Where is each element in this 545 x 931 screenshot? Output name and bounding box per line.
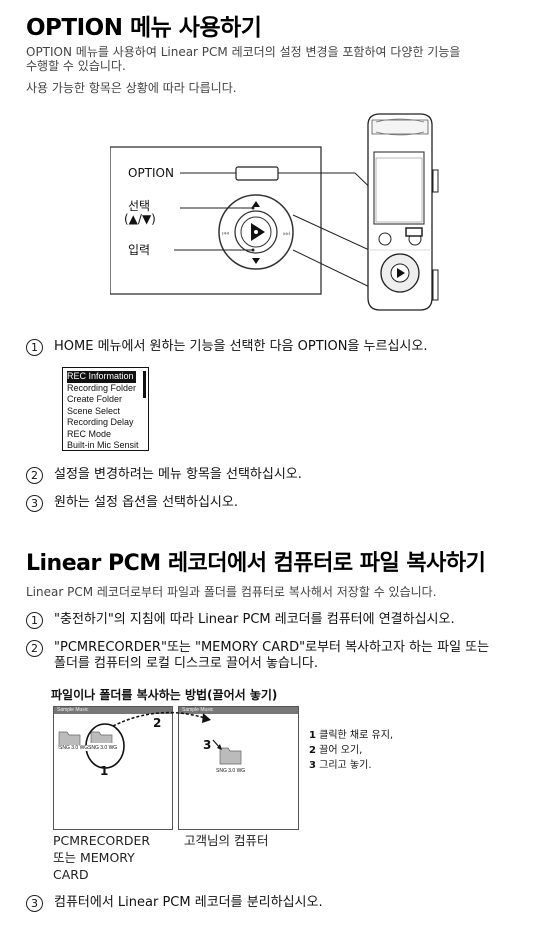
- section-title-copy-files: Linear PCM 레코더에서 컴퓨터로 파일 복사하기: [26, 551, 486, 576]
- menu-item-recording-delay[interactable]: Recording Delay: [67, 417, 134, 427]
- label-select: 선택: [128, 199, 151, 213]
- window-titlebar: Sample Music: [54, 707, 172, 714]
- step-text: 설정을 변경하려는 메뉴 항목을 선택하십시오.: [54, 467, 302, 482]
- caption-computer: 고객님의 컴퓨터: [184, 833, 269, 848]
- svg-text:⏭: ⏭: [283, 229, 290, 238]
- menu-item-recording-folder[interactable]: Recording Folder: [67, 382, 137, 393]
- label-option: OPTION: [128, 166, 174, 180]
- step-text: HOME 메뉴에서 원하는 기능을 선택한 다음 OPTION을 누르십시오.: [54, 339, 428, 354]
- menu-scrollbar: [143, 371, 146, 398]
- intro-line-2: 수행할 수 있습니다.: [26, 59, 126, 73]
- step-text-line-1: "PCMRECORDER"또는 "MEMORY CARD"로부터 복사하고자 하…: [54, 640, 490, 655]
- step-text-line-2: 폴더를 컴퓨터의 로컬 디스크로 끌어서 놓습니다.: [54, 656, 318, 671]
- menu-item-rec-mode[interactable]: REC Mode: [67, 428, 112, 439]
- subheading-drag-drop: 파일이나 폴더를 복사하는 방법(끌어서 놓기): [51, 688, 278, 702]
- intro-line-1: OPTION 메뉴를 사용하여 Linear PCM 레코더의 설정 변경을 포…: [26, 45, 461, 59]
- option-menu-list: REC Information Recording Folder Create …: [62, 367, 149, 451]
- recorder-window: Sample Music: [53, 706, 173, 830]
- drag-drop-illustration: [58, 711, 242, 769]
- folder-icon-destination: [219, 747, 242, 765]
- step-number: 3: [26, 895, 43, 912]
- step-text: "충전하기"의 지침에 따라 Linear PCM 레코더를 컴퓨터에 연결하십…: [54, 612, 455, 627]
- section-title-option-menu: OPTION 메뉴 사용하기: [26, 15, 262, 41]
- copy-step-1: 1 "충전하기"의 지침에 따라 Linear PCM 레코더를 컴퓨터에 연결…: [26, 612, 455, 629]
- caption-recorder: PCMRECORDER 또는 MEMORY CARD: [53, 833, 151, 882]
- step-3: 3 원하는 설정 옵션을 선택하십시오.: [26, 495, 238, 512]
- computer-window: Sample Music: [178, 706, 299, 830]
- menu-item-builtin-mic-sensit[interactable]: Built-in Mic Sensit: [67, 440, 139, 450]
- section2-intro: Linear PCM 레코더로부터 파일과 폴더를 컴퓨터로 복사해서 저장할 …: [26, 585, 437, 599]
- marker-1: 1: [100, 764, 109, 778]
- recorder-diagram: ⏮ ⏭: [110, 113, 439, 311]
- menu-item-scene-select[interactable]: Scene Select: [67, 405, 121, 416]
- marker-2: 2: [153, 716, 162, 730]
- intro-line-3: 사용 가능한 항목은 상황에 따라 다릅니다.: [26, 81, 237, 95]
- step-2: 2 설정을 변경하려는 메뉴 항목을 선택하십시오.: [26, 467, 302, 484]
- label-select-arrows: (▲/▼): [124, 212, 156, 226]
- window-titlebar: Sample Music: [179, 707, 298, 714]
- label-enter: 입력: [128, 243, 151, 257]
- step-number: 2: [26, 467, 43, 484]
- folder-label-destination: SNG 3.0 WG: [216, 768, 246, 774]
- marker-3: 3: [203, 738, 212, 752]
- step-number: 1: [26, 612, 43, 629]
- step-number: 1: [26, 339, 43, 356]
- folder-label-1: SNG 3.0 WG: [59, 745, 89, 751]
- folder-label-2: SNG 3.0 WG: [88, 745, 118, 751]
- step-1: 1 HOME 메뉴에서 원하는 기능을 선택한 다음 OPTION을 누르십시오…: [26, 339, 427, 356]
- step-number: 2: [26, 640, 43, 657]
- step-number: 3: [26, 495, 43, 512]
- copy-step-3: 3 컴퓨터에서 Linear PCM 레코더를 분리하십시오.: [26, 895, 323, 912]
- step-text: 컴퓨터에서 Linear PCM 레코더를 분리하십시오.: [54, 895, 323, 910]
- menu-item-rec-information[interactable]: REC Information: [67, 371, 136, 383]
- drag-drop-legend: 1 클릭한 채로 유지, 2 끌어 오기, 3 그리고 놓기.: [309, 730, 394, 771]
- step-text: 원하는 설정 옵션을 선택하십시오.: [54, 495, 238, 510]
- svg-text:⏮: ⏮: [222, 229, 229, 238]
- menu-item-create-folder[interactable]: Create Folder: [67, 394, 123, 404]
- copy-step-2: 2 "PCMRECORDER"또는 "MEMORY CARD"로부터 복사하고자…: [26, 640, 489, 672]
